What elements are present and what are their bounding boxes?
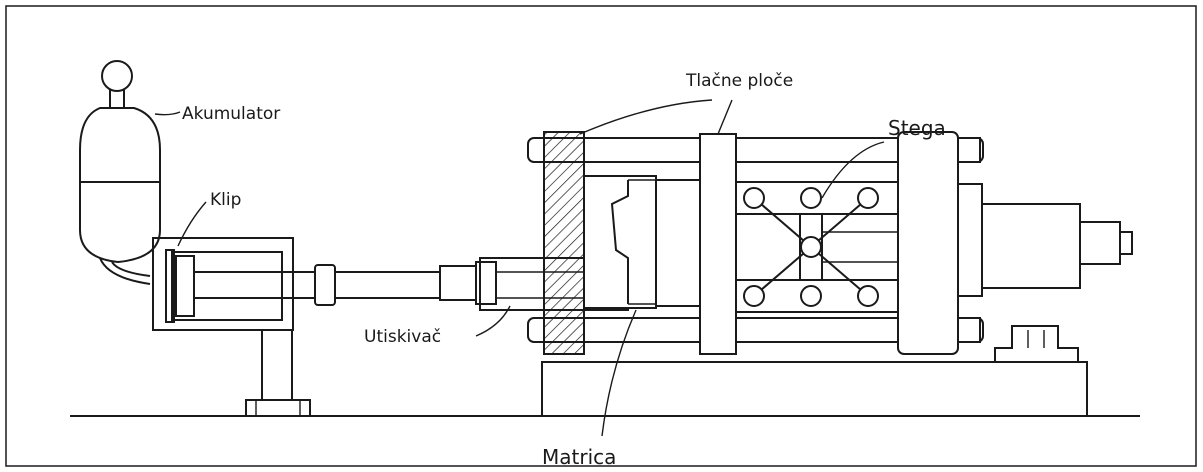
rear-platen (897, 131, 959, 355)
machine-base (541, 325, 1088, 417)
fixed-platen (543, 131, 585, 355)
label-tlacne-ploce: Tlačne ploče (685, 71, 793, 91)
label-akumulator: Akumulator (182, 104, 280, 124)
moving-platen (699, 133, 737, 355)
outer-border (5, 5, 1197, 467)
rod-coupling (314, 264, 336, 306)
accumulator (79, 60, 161, 285)
piston (175, 255, 195, 317)
cylinder (152, 237, 450, 417)
leader-lines (154, 99, 885, 437)
label-matrica: Matrica (542, 445, 616, 469)
clamp-cylinder (957, 183, 1133, 297)
label-klip: Klip (210, 190, 241, 210)
toggle-clamp (736, 181, 898, 313)
label-stega: Stega (888, 116, 946, 140)
label-utiskivac: Utiskivač (364, 327, 441, 347)
die (583, 175, 701, 309)
